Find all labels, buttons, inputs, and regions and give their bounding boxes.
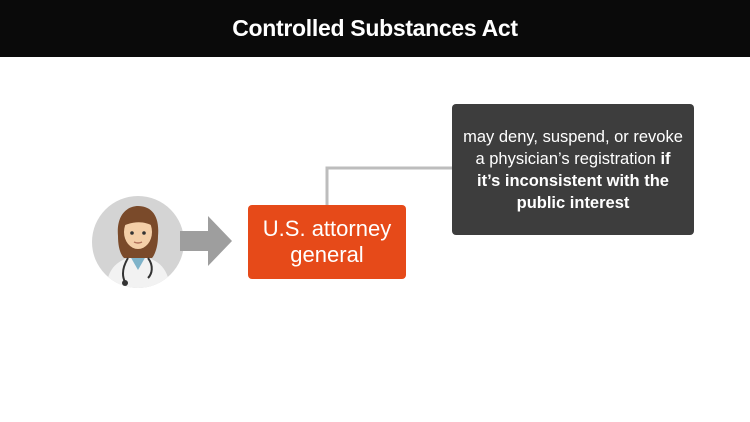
power-note-bold: if it’s inconsistent with the public int… — [477, 149, 671, 212]
power-note-plain: may deny, suspend, or revoke a physician… — [463, 127, 683, 168]
right-arrow-icon — [180, 216, 232, 266]
attorney-general-label: U.S. attorney general — [262, 216, 392, 267]
power-note-text: may deny, suspend, or revoke a physician… — [462, 126, 684, 214]
doctor-avatar-icon — [92, 196, 184, 288]
page-title: Controlled Substances Act — [232, 15, 518, 41]
attorney-general-box: U.S. attorney general — [248, 205, 406, 279]
power-note-box: may deny, suspend, or revoke a physician… — [452, 104, 694, 235]
title-bar: Controlled Substances Act — [0, 0, 750, 57]
